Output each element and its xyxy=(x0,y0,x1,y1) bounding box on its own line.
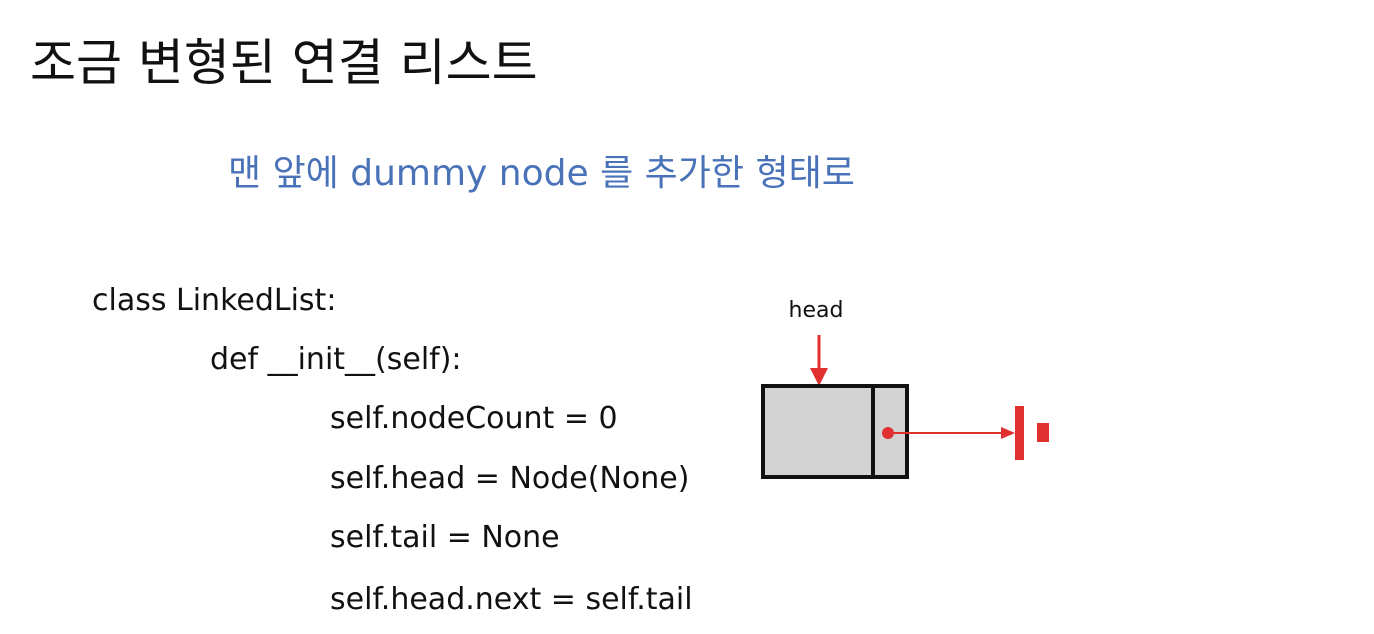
code-line-init-def: def __init__(self): xyxy=(210,342,462,377)
dummy-node-diagram: head xyxy=(761,298,1049,479)
null-ground-bar-icon xyxy=(1015,406,1024,460)
slide-subtitle: 맨 앞에 dummy node 를 추가한 형태로 xyxy=(228,153,855,194)
code-line-class-def: class LinkedList: xyxy=(92,283,337,318)
head-label: head xyxy=(789,298,844,323)
code-line-node-count: self.nodeCount = 0 xyxy=(330,401,618,436)
null-ground-block-icon xyxy=(1037,423,1049,442)
code-line-tail: self.tail = None xyxy=(330,520,560,555)
next-pointer-arrow-icon xyxy=(1001,427,1015,439)
head-arrow-icon xyxy=(810,368,828,386)
slide-title: 조금 변형된 연결 리스트 xyxy=(30,34,538,92)
code-line-head: self.head = Node(None) xyxy=(330,461,690,496)
code-line-head-next: self.head.next = self.tail xyxy=(330,582,693,617)
